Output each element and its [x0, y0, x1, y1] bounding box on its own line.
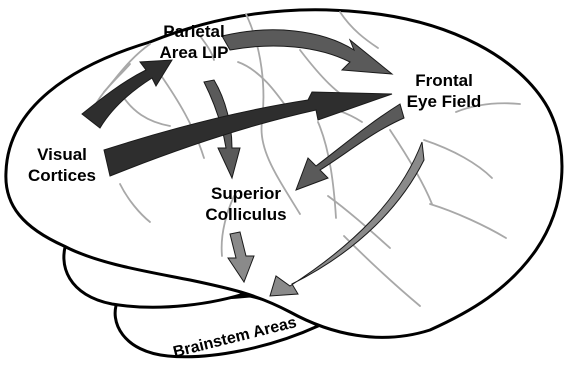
label-superior-line2: Colliculus [205, 205, 286, 224]
label-superior-line1: Superior [211, 184, 281, 203]
label-frontal-line1: Frontal [415, 71, 473, 90]
label-frontal-line2: Eye Field [407, 92, 482, 111]
label-visual-line2: Cortices [28, 166, 96, 185]
label-parietal-line2: Area LIP [160, 43, 229, 62]
label-visual-line1: Visual [37, 145, 87, 164]
label-parietal-line1: Parietal [163, 22, 224, 41]
